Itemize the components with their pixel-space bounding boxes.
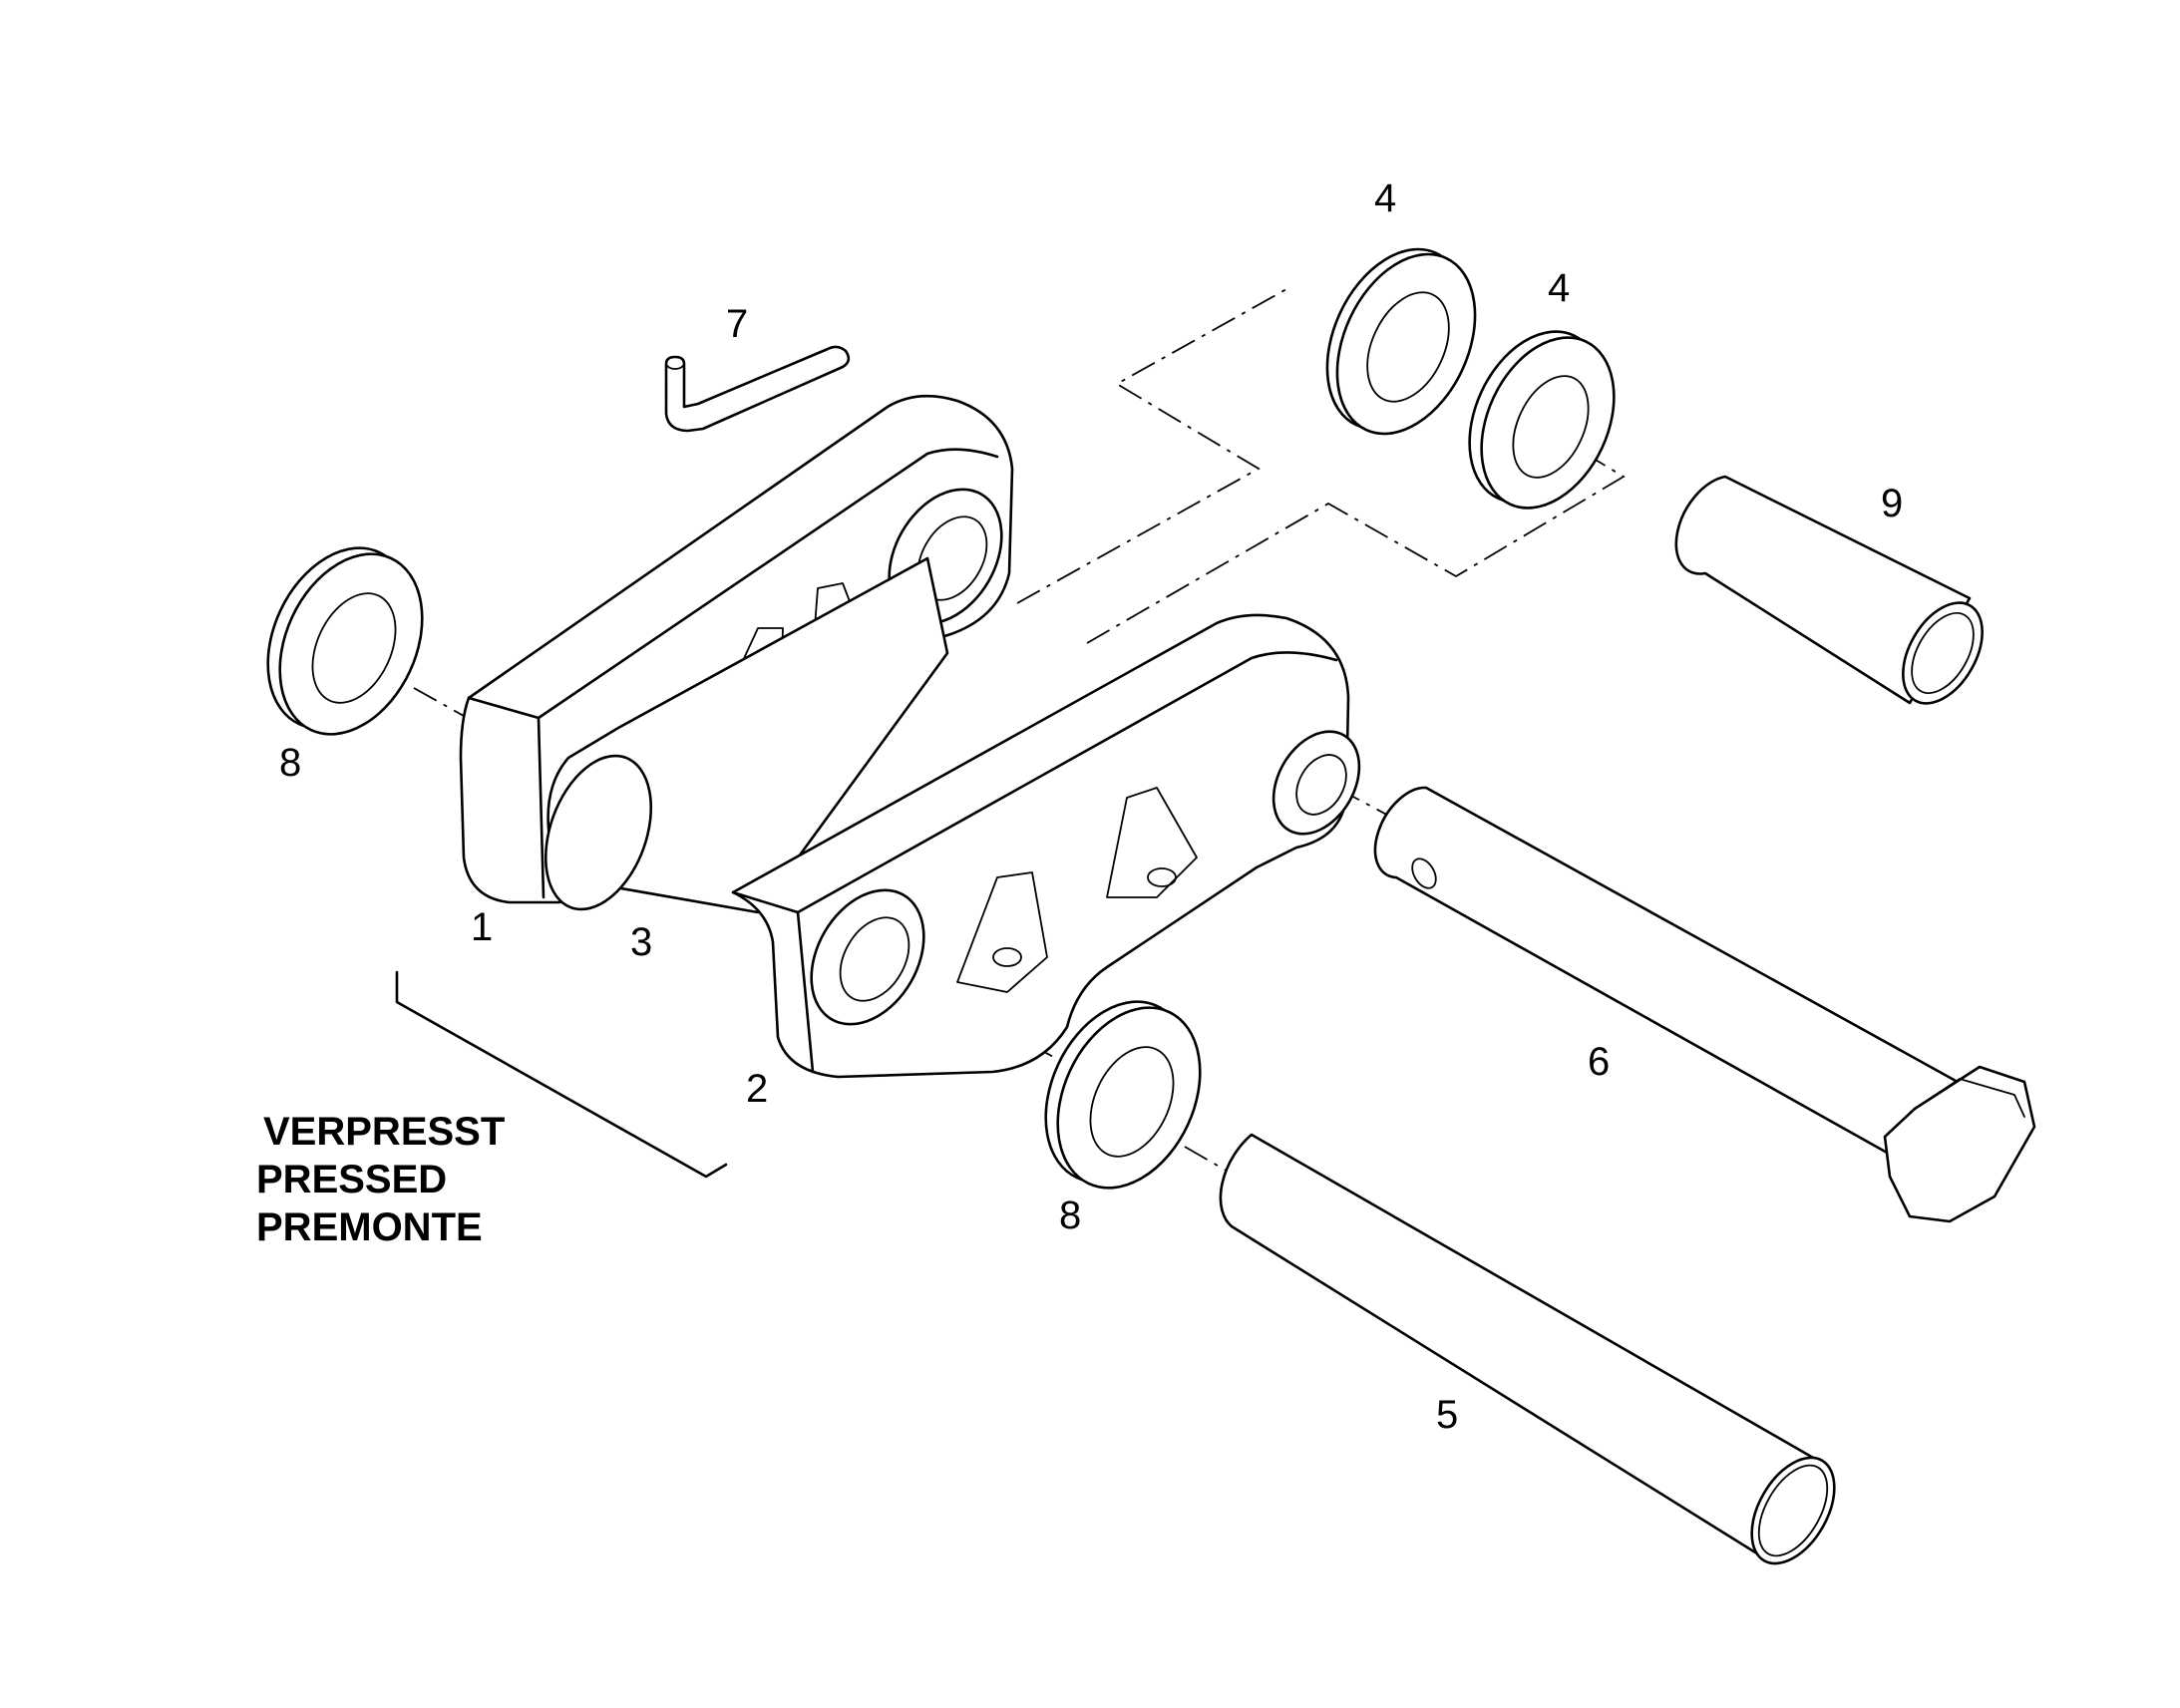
seal-4-lower bbox=[1468, 330, 1616, 510]
bushing-3 bbox=[544, 556, 949, 914]
callout-7: 7 bbox=[726, 302, 748, 346]
callout-labels: 1 2 3 4 4 5 6 7 8 8 9 bbox=[279, 176, 1903, 1437]
callout-9: 9 bbox=[1881, 482, 1903, 525]
pin-5 bbox=[1219, 1133, 1836, 1565]
pin-6 bbox=[1373, 786, 2036, 1223]
caption-pressed: PRESSED bbox=[256, 1158, 447, 1201]
seal-8-left bbox=[266, 546, 424, 736]
callout-5: 5 bbox=[1436, 1393, 1458, 1437]
pressed-caption: VERPRESST PRESSED PREMONTE bbox=[256, 1110, 505, 1249]
callout-2: 2 bbox=[746, 1067, 768, 1111]
bushing-9 bbox=[1674, 475, 1984, 705]
callout-6: 6 bbox=[1588, 1040, 1610, 1084]
seal-4-upper bbox=[1325, 247, 1477, 436]
callout-3: 3 bbox=[630, 920, 652, 964]
seal-8-lower bbox=[1044, 1000, 1202, 1190]
callout-8-left: 8 bbox=[279, 741, 301, 785]
track-link-2 bbox=[731, 613, 1361, 1079]
callout-1: 1 bbox=[471, 905, 493, 949]
pressed-assembly-bracket bbox=[395, 970, 728, 1179]
caption-premonte: PREMONTE bbox=[256, 1205, 483, 1249]
cotter-pin-7 bbox=[664, 345, 851, 433]
callout-8-lower: 8 bbox=[1059, 1194, 1081, 1237]
caption-verpresst: VERPRESST bbox=[263, 1110, 505, 1154]
callout-4-lower: 4 bbox=[1548, 266, 1570, 310]
callout-4-upper: 4 bbox=[1374, 176, 1396, 220]
